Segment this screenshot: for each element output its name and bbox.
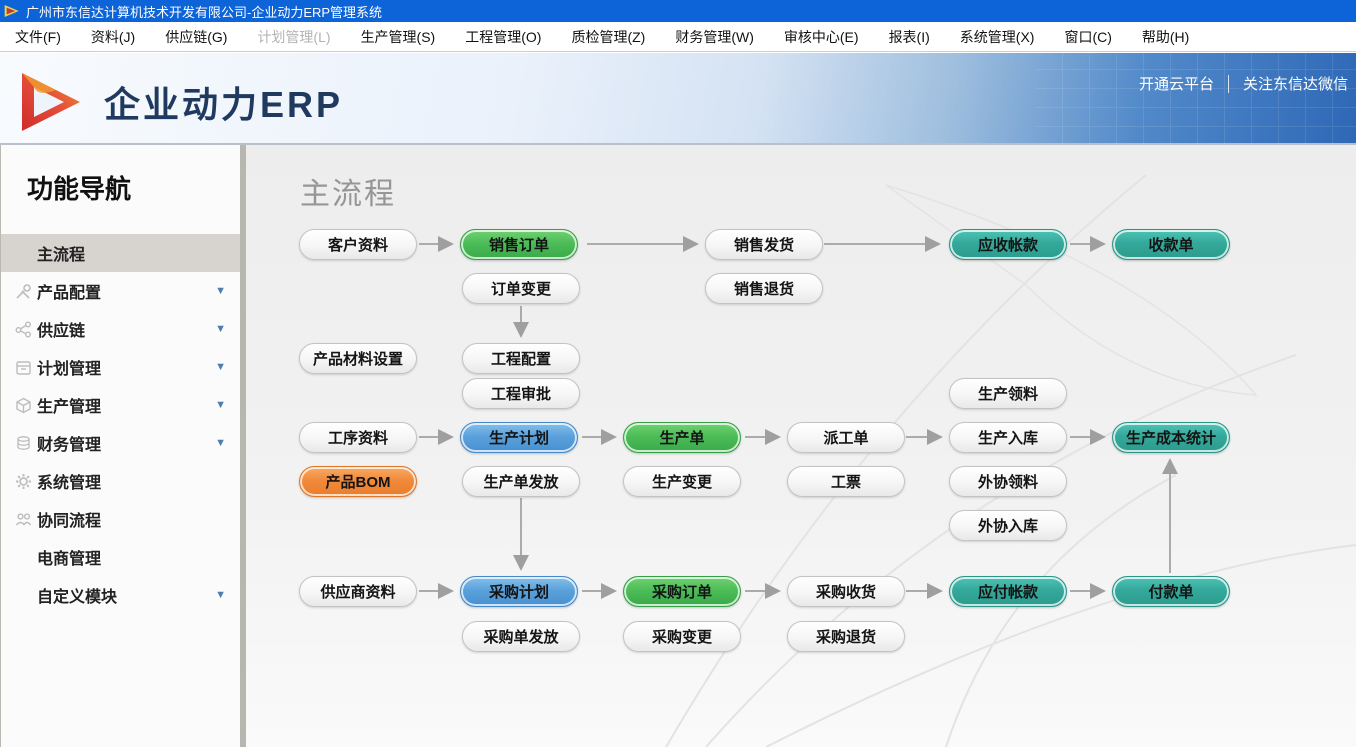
open-cloud-platform-link[interactable]: 开通云平台 <box>1138 76 1214 93</box>
flow-node-ar[interactable]: 应收帐款 <box>949 229 1067 260</box>
flow-node-prod-order[interactable]: 生产单 <box>623 422 741 453</box>
flow-node-bom[interactable]: 产品BOM <box>299 466 417 497</box>
window-title: 广州市东信达计算机技术开发有限公司-企业动力ERP管理系统 <box>26 4 383 20</box>
brand-logo-icon <box>22 73 80 131</box>
sidebar-item-product-config[interactable]: 产品配置 ▼ <box>1 272 240 310</box>
flow-node-eng-config[interactable]: 工程配置 <box>462 343 580 374</box>
flow-node-po-return[interactable]: 采购退货 <box>787 621 905 652</box>
chevron-down-icon[interactable]: ▼ <box>215 323 226 335</box>
menu-reports[interactable]: 报表(I) <box>888 28 930 45</box>
menu-data[interactable]: 资料(J) <box>90 28 136 45</box>
menu-production-mgmt[interactable]: 生产管理(S) <box>360 28 436 45</box>
chevron-down-icon[interactable]: ▼ <box>215 285 226 297</box>
flow-node-sales-order[interactable]: 销售订单 <box>460 229 578 260</box>
flow-node-po[interactable]: 采购订单 <box>623 576 741 607</box>
chevron-down-icon[interactable]: ▼ <box>215 399 226 411</box>
cube-icon <box>13 397 33 414</box>
flow-node-po-release[interactable]: 采购单发放 <box>462 621 580 652</box>
flow-node-order-change[interactable]: 订单变更 <box>462 273 580 304</box>
flow-node-outsource-in[interactable]: 外协入库 <box>949 510 1067 541</box>
flow-node-po-change[interactable]: 采购变更 <box>623 621 741 652</box>
sidebar-item-finance-mgmt[interactable]: 财务管理 ▼ <box>1 424 240 462</box>
follow-wechat-link[interactable]: 关注东信达微信 <box>1242 76 1348 93</box>
flow-node-prod-cost[interactable]: 生产成本统计 <box>1112 422 1230 453</box>
flow-node-prod-change[interactable]: 生产变更 <box>623 466 741 497</box>
team-icon <box>13 511 33 528</box>
flow-node-prod-pick[interactable]: 生产领料 <box>949 378 1067 409</box>
sidebar-item-plan-mgmt[interactable]: 计划管理 ▼ <box>1 348 240 386</box>
page-title: 主流程 <box>300 178 396 211</box>
chevron-down-icon[interactable]: ▼ <box>215 589 226 601</box>
flow-node-eng-approve[interactable]: 工程审批 <box>462 378 580 409</box>
app-header: 企业动力ERP 开通云平台 关注东信达微信 <box>0 53 1356 145</box>
flow-node-dispatch[interactable]: 派工单 <box>787 422 905 453</box>
flow-node-ap[interactable]: 应付帐款 <box>949 576 1067 607</box>
coins-icon <box>13 435 33 452</box>
menu-plan-mgmt: 计划管理(L) <box>257 28 331 45</box>
menu-qc-mgmt[interactable]: 质检管理(Z) <box>571 28 646 45</box>
header-pattern <box>1036 53 1356 145</box>
menu-audit-center[interactable]: 审核中心(E) <box>783 28 859 45</box>
sidebar-item-main-flow[interactable]: 主流程 <box>1 234 240 272</box>
calendar-icon <box>13 359 33 376</box>
flow-node-prod-in[interactable]: 生产入库 <box>949 422 1067 453</box>
menu-help[interactable]: 帮助(H) <box>1141 28 1190 45</box>
menu-system-mgmt[interactable]: 系统管理(X) <box>959 28 1035 45</box>
flow-node-process-data[interactable]: 工序资料 <box>299 422 417 453</box>
flow-node-prod-plan[interactable]: 生产计划 <box>460 422 578 453</box>
window-titlebar: 广州市东信达计算机技术开发有限公司-企业动力ERP管理系统 <box>0 0 1356 22</box>
sidebar-title: 功能导航 <box>27 174 132 204</box>
main-flow-canvas: 主流程 <box>246 145 1356 747</box>
flow-node-material-setup[interactable]: 产品材料设置 <box>299 343 417 374</box>
menu-window[interactable]: 窗口(C) <box>1064 28 1112 45</box>
menu-file[interactable]: 文件(F) <box>15 28 61 45</box>
menu-finance-mgmt[interactable]: 财务管理(W) <box>675 28 754 45</box>
function-nav-sidebar: 功能导航 主流程 产品配置 ▼ 供应链 ▼ 计划管理 ▼ <box>0 145 240 747</box>
menu-engineering-mgmt[interactable]: 工程管理(O) <box>465 28 542 45</box>
header-link-divider <box>1227 74 1229 93</box>
brand-logo-text: 企业动力ERP <box>104 84 344 125</box>
flow-node-po-receive[interactable]: 采购收货 <box>787 576 905 607</box>
chevron-down-icon[interactable]: ▼ <box>215 437 226 449</box>
sidebar-item-supply-chain[interactable]: 供应链 ▼ <box>1 310 240 348</box>
app-logo-icon <box>4 5 19 17</box>
menu-supply-chain[interactable]: 供应链(G) <box>165 28 228 45</box>
sidebar-divider[interactable] <box>240 145 246 747</box>
flow-node-supplier[interactable]: 供应商资料 <box>299 576 417 607</box>
flow-node-outsource-pick[interactable]: 外协领料 <box>949 466 1067 497</box>
sidebar-item-system-mgmt[interactable]: 系统管理 <box>1 462 240 500</box>
share-icon <box>13 321 33 338</box>
flow-node-sales-return[interactable]: 销售退货 <box>705 273 823 304</box>
chevron-down-icon[interactable]: ▼ <box>215 361 226 373</box>
sidebar-item-production-mgmt[interactable]: 生产管理 ▼ <box>1 386 240 424</box>
flow-node-sales-delivery[interactable]: 销售发货 <box>705 229 823 260</box>
flow-node-receipt[interactable]: 收款单 <box>1112 229 1230 260</box>
flow-node-work-ticket[interactable]: 工票 <box>787 466 905 497</box>
flow-node-payment[interactable]: 付款单 <box>1112 576 1230 607</box>
gear-icon <box>13 473 33 490</box>
sidebar-item-ecommerce-mgmt[interactable]: 电商管理 <box>37 551 102 568</box>
sidebar-item-custom-modules[interactable]: 自定义模块 ▼ <box>37 589 226 606</box>
sidebar-item-collab-flow[interactable]: 协同流程 <box>1 500 240 538</box>
flow-node-po-plan[interactable]: 采购计划 <box>460 576 578 607</box>
flow-node-customer[interactable]: 客户资料 <box>299 229 417 260</box>
tools-icon <box>13 283 33 300</box>
flow-node-prod-release[interactable]: 生产单发放 <box>462 466 580 497</box>
menu-bar: 文件(F) 资料(J) 供应链(G) 计划管理(L) 生产管理(S) 工程管理(… <box>0 22 1356 52</box>
